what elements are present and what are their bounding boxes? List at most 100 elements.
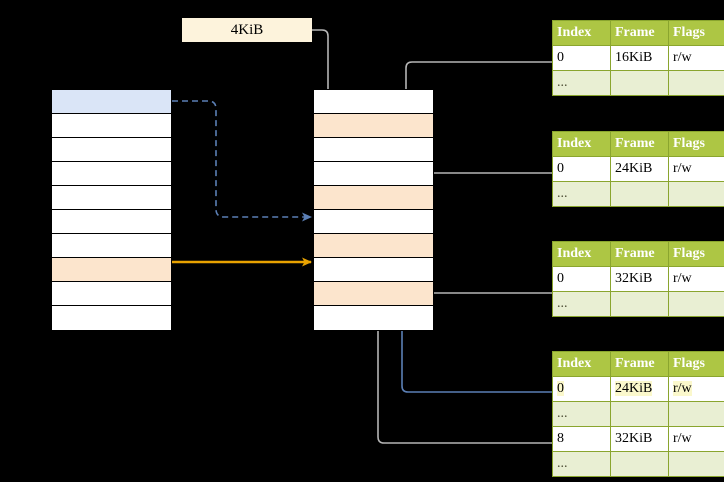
cell-text: r/w bbox=[673, 431, 692, 446]
table-row: ... bbox=[552, 401, 724, 427]
cell-text: 32KiB bbox=[615, 271, 653, 286]
table-row: 0 16KiB r/w bbox=[552, 45, 724, 71]
cell-text: 0 bbox=[557, 271, 564, 286]
cell-text: ... bbox=[557, 186, 568, 201]
memory-cell bbox=[52, 90, 171, 114]
table-cell bbox=[610, 70, 669, 96]
cell-text: 24KiB bbox=[615, 381, 653, 396]
table-cell: 0 bbox=[552, 156, 611, 182]
cell-text: 0 bbox=[557, 50, 564, 65]
cell-text: 16KiB bbox=[615, 50, 653, 65]
memory-cell bbox=[314, 90, 433, 114]
table-cell bbox=[610, 451, 669, 477]
column-header: Flags bbox=[668, 241, 724, 267]
table-cell: 32KiB bbox=[610, 426, 669, 452]
cell-text: 0 bbox=[557, 381, 564, 396]
memory-cell bbox=[314, 114, 433, 138]
table-cell: 0 bbox=[552, 376, 611, 402]
cell-text: 32KiB bbox=[615, 431, 653, 446]
table-cell: ... bbox=[552, 451, 611, 477]
memory-cell bbox=[314, 258, 433, 282]
table-cell: 24KiB bbox=[610, 156, 669, 182]
table-cell bbox=[610, 181, 669, 207]
table-row: ... bbox=[552, 70, 724, 96]
column-header: Frame bbox=[610, 241, 669, 267]
memory-cell bbox=[52, 306, 171, 330]
arrow-virtual-blue-to-physical bbox=[172, 100, 312, 222]
memory-cell bbox=[52, 138, 171, 162]
memory-cell bbox=[314, 282, 433, 306]
column-header: Index bbox=[552, 351, 611, 377]
table-row: ... bbox=[552, 451, 724, 477]
memory-cell bbox=[52, 258, 171, 282]
cell-text: ... bbox=[557, 75, 568, 90]
column-header: Index bbox=[552, 20, 611, 46]
column-header: Frame bbox=[610, 131, 669, 157]
table-cell: 32KiB bbox=[610, 266, 669, 292]
cell-text: r/w bbox=[673, 161, 692, 176]
memory-cell bbox=[52, 186, 171, 210]
cell-text: ... bbox=[557, 406, 568, 421]
table-cell: r/w bbox=[668, 266, 724, 292]
table-cell bbox=[610, 291, 669, 317]
table-cell: r/w bbox=[668, 376, 724, 402]
column-header: Flags bbox=[668, 131, 724, 157]
memory-cell bbox=[52, 162, 171, 186]
cell-text: ... bbox=[557, 456, 568, 471]
table-row: 0 32KiB r/w bbox=[552, 266, 724, 292]
cell-text: r/w bbox=[673, 271, 692, 286]
cell-text: 0 bbox=[557, 161, 564, 176]
table-row: 0 24KiB r/w bbox=[552, 376, 724, 402]
table-cell: ... bbox=[552, 181, 611, 207]
table-row: 0 24KiB r/w bbox=[552, 156, 724, 182]
cell-text: r/w bbox=[673, 381, 692, 396]
column-header: Flags bbox=[668, 20, 724, 46]
cell-text: ... bbox=[557, 296, 568, 311]
column-header: Frame bbox=[610, 351, 669, 377]
table-row: 8 32KiB r/w bbox=[552, 426, 724, 452]
column-header: Flags bbox=[668, 351, 724, 377]
table-cell bbox=[668, 181, 724, 207]
table-cell bbox=[610, 401, 669, 427]
column-header: Index bbox=[552, 241, 611, 267]
table-cell: 24KiB bbox=[610, 376, 669, 402]
memory-cell bbox=[314, 306, 433, 330]
memory-cell bbox=[314, 162, 433, 186]
memory-cell bbox=[314, 186, 433, 210]
table-cell bbox=[668, 70, 724, 96]
physical-memory-column bbox=[313, 89, 434, 331]
page-size-label: 4KiB bbox=[182, 18, 312, 42]
table-row: ... bbox=[552, 291, 724, 317]
cell-text: r/w bbox=[673, 50, 692, 65]
column-header: Index bbox=[552, 131, 611, 157]
table-cell: 0 bbox=[552, 266, 611, 292]
table-cell: 8 bbox=[552, 426, 611, 452]
cell-text: 24KiB bbox=[615, 161, 653, 176]
table-cell: r/w bbox=[668, 156, 724, 182]
virtual-address-space-column bbox=[51, 89, 172, 331]
memory-cell bbox=[52, 210, 171, 234]
table-cell: r/w bbox=[668, 426, 724, 452]
column-header: Frame bbox=[610, 20, 669, 46]
table-cell bbox=[668, 401, 724, 427]
table-cell: ... bbox=[552, 401, 611, 427]
cell-text: 8 bbox=[557, 431, 564, 446]
table-cell: ... bbox=[552, 291, 611, 317]
memory-cell bbox=[52, 114, 171, 138]
table-cell: 0 bbox=[552, 45, 611, 71]
table-cell bbox=[668, 291, 724, 317]
table-cell: r/w bbox=[668, 45, 724, 71]
memory-cell bbox=[314, 234, 433, 258]
table-row: ... bbox=[552, 181, 724, 207]
table-cell bbox=[668, 451, 724, 477]
table-cell: 16KiB bbox=[610, 45, 669, 71]
memory-cell bbox=[314, 210, 433, 234]
